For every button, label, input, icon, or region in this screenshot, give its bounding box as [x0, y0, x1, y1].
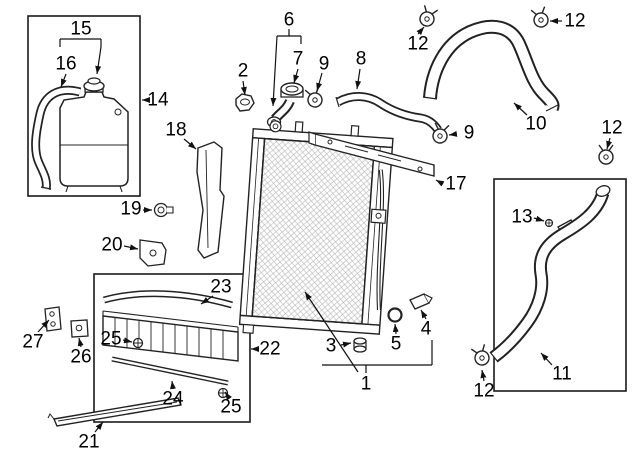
leader-26 [77, 337, 84, 348]
callout-18: 18 [165, 119, 187, 141]
callout-3: 3 [325, 335, 337, 357]
lower-strip-illustration [47, 397, 182, 427]
callout-20: 20 [101, 234, 123, 256]
leader-16 [60, 73, 67, 88]
lower-deflector-illustration [102, 290, 239, 399]
upper-radiator-hose-illustration [417, 4, 560, 112]
small-cap-part [235, 93, 255, 112]
bracket-lines [59, 29, 433, 373]
callout-13: 13 [511, 206, 533, 228]
hose-clamp-icon [598, 144, 614, 165]
drain-plug-illustration [353, 337, 367, 353]
leader-12-d [480, 369, 487, 382]
hose-clamp-icon [470, 343, 492, 368]
callout-15: 15 [70, 18, 92, 40]
leader-5 [392, 323, 399, 335]
leader-12-c [606, 137, 612, 150]
callout-9-b: 9 [463, 122, 475, 144]
callout-4: 4 [420, 318, 432, 340]
callout-12-d: 12 [473, 380, 495, 402]
callout-16: 16 [55, 53, 77, 75]
callout-21: 21 [78, 431, 100, 453]
leader-13 [533, 215, 545, 222]
callout-10: 10 [525, 113, 547, 135]
callout-22: 22 [259, 338, 281, 360]
radiator-cap [280, 82, 304, 96]
leader-23 [200, 295, 214, 305]
o-ring-illustration [387, 307, 403, 323]
radiator-support-illustration [308, 131, 435, 177]
leader-1 [304, 291, 359, 373]
coolant-reservoir-illustration [31, 77, 129, 193]
clip-grommet-illustration [153, 202, 174, 218]
leader-lines [37, 18, 612, 433]
leader-8 [355, 68, 362, 90]
leader-12-a [416, 26, 425, 36]
callout-26: 26 [70, 346, 92, 368]
hose-clamp-icon [304, 85, 325, 110]
leader-7 [293, 68, 300, 84]
hose-clamp-icon [530, 5, 551, 30]
leader-27 [37, 319, 50, 333]
callout-1: 1 [360, 373, 372, 395]
leader-25-a [122, 337, 133, 344]
callout-25-a: 25 [100, 328, 122, 350]
callout-23: 23 [210, 276, 232, 298]
callout-5: 5 [390, 333, 402, 355]
lower-radiator-hose-illustration [470, 144, 614, 368]
screw-icon [132, 337, 144, 349]
callout-14: 14 [147, 89, 169, 111]
callout-12-b: 12 [564, 10, 586, 32]
callout-25-b: 25 [220, 396, 242, 418]
lower-hose-box-outline [493, 178, 627, 392]
leader-18 [183, 138, 197, 150]
leader-9-b [448, 130, 458, 137]
hose-clamp-icon [417, 4, 439, 29]
callout-12-a: 12 [407, 33, 429, 55]
leader-25-b [224, 391, 232, 401]
small-bracket-illustration [139, 239, 167, 267]
callout-11: 11 [552, 363, 572, 385]
mount-brackets-illustration [44, 306, 89, 338]
callout-6: 6 [283, 9, 295, 31]
upper-hose-small-illustration [304, 85, 450, 145]
callout-8: 8 [355, 48, 367, 70]
leader-2 [240, 80, 247, 96]
leader-9-a [316, 72, 323, 92]
deflector-box-outline [93, 273, 251, 423]
callout-24: 24 [162, 388, 184, 410]
leader-24 [170, 380, 176, 390]
callout-27: 27 [22, 331, 44, 353]
reservoir-box-outline [27, 15, 141, 197]
filler-neck-illustration [235, 82, 304, 128]
callout-12-c: 12 [601, 117, 623, 139]
leader-20 [123, 244, 139, 251]
callout-7: 7 [292, 48, 304, 70]
radiator-illustration [238, 120, 394, 335]
leader-3 [340, 341, 352, 348]
callout-19: 19 [120, 198, 142, 220]
drain-cock-illustration [409, 293, 433, 310]
leader-11 [540, 352, 553, 366]
leader-6 [270, 35, 278, 107]
leader-10 [513, 102, 528, 116]
callout-2: 2 [237, 60, 249, 82]
callout-9-a: 9 [318, 53, 330, 75]
leader-21 [94, 421, 104, 433]
radiator-core [251, 137, 376, 325]
leader-15 [95, 46, 102, 75]
leader-4 [420, 309, 428, 320]
leader-17 [435, 179, 445, 187]
side-baffle-illustration [196, 141, 225, 259]
callout-17: 17 [445, 173, 467, 195]
